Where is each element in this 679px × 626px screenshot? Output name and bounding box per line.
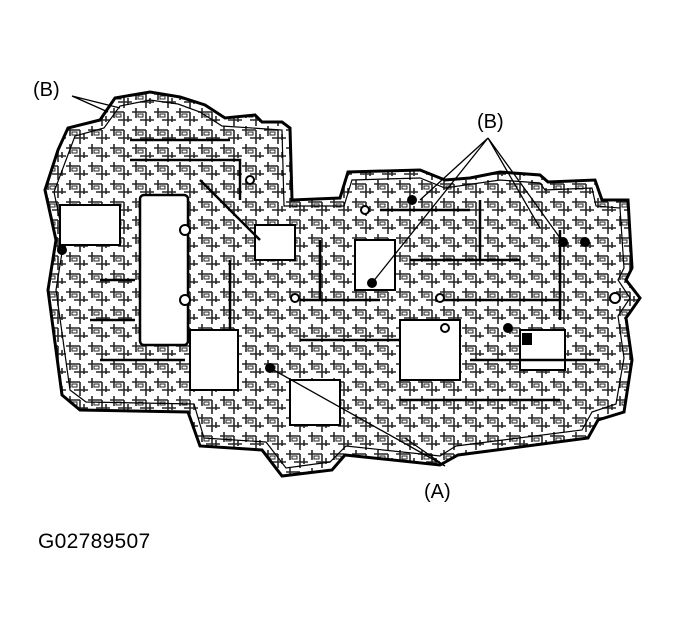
callout-b-top-right: (B) [477,111,504,133]
callout-b-top-left: (B) [33,79,60,101]
valve-body-passages [45,92,640,476]
leader-lines [71,95,564,467]
figure-id: G02789507 [38,530,151,553]
callout-a-bottom: (A) [424,481,451,503]
